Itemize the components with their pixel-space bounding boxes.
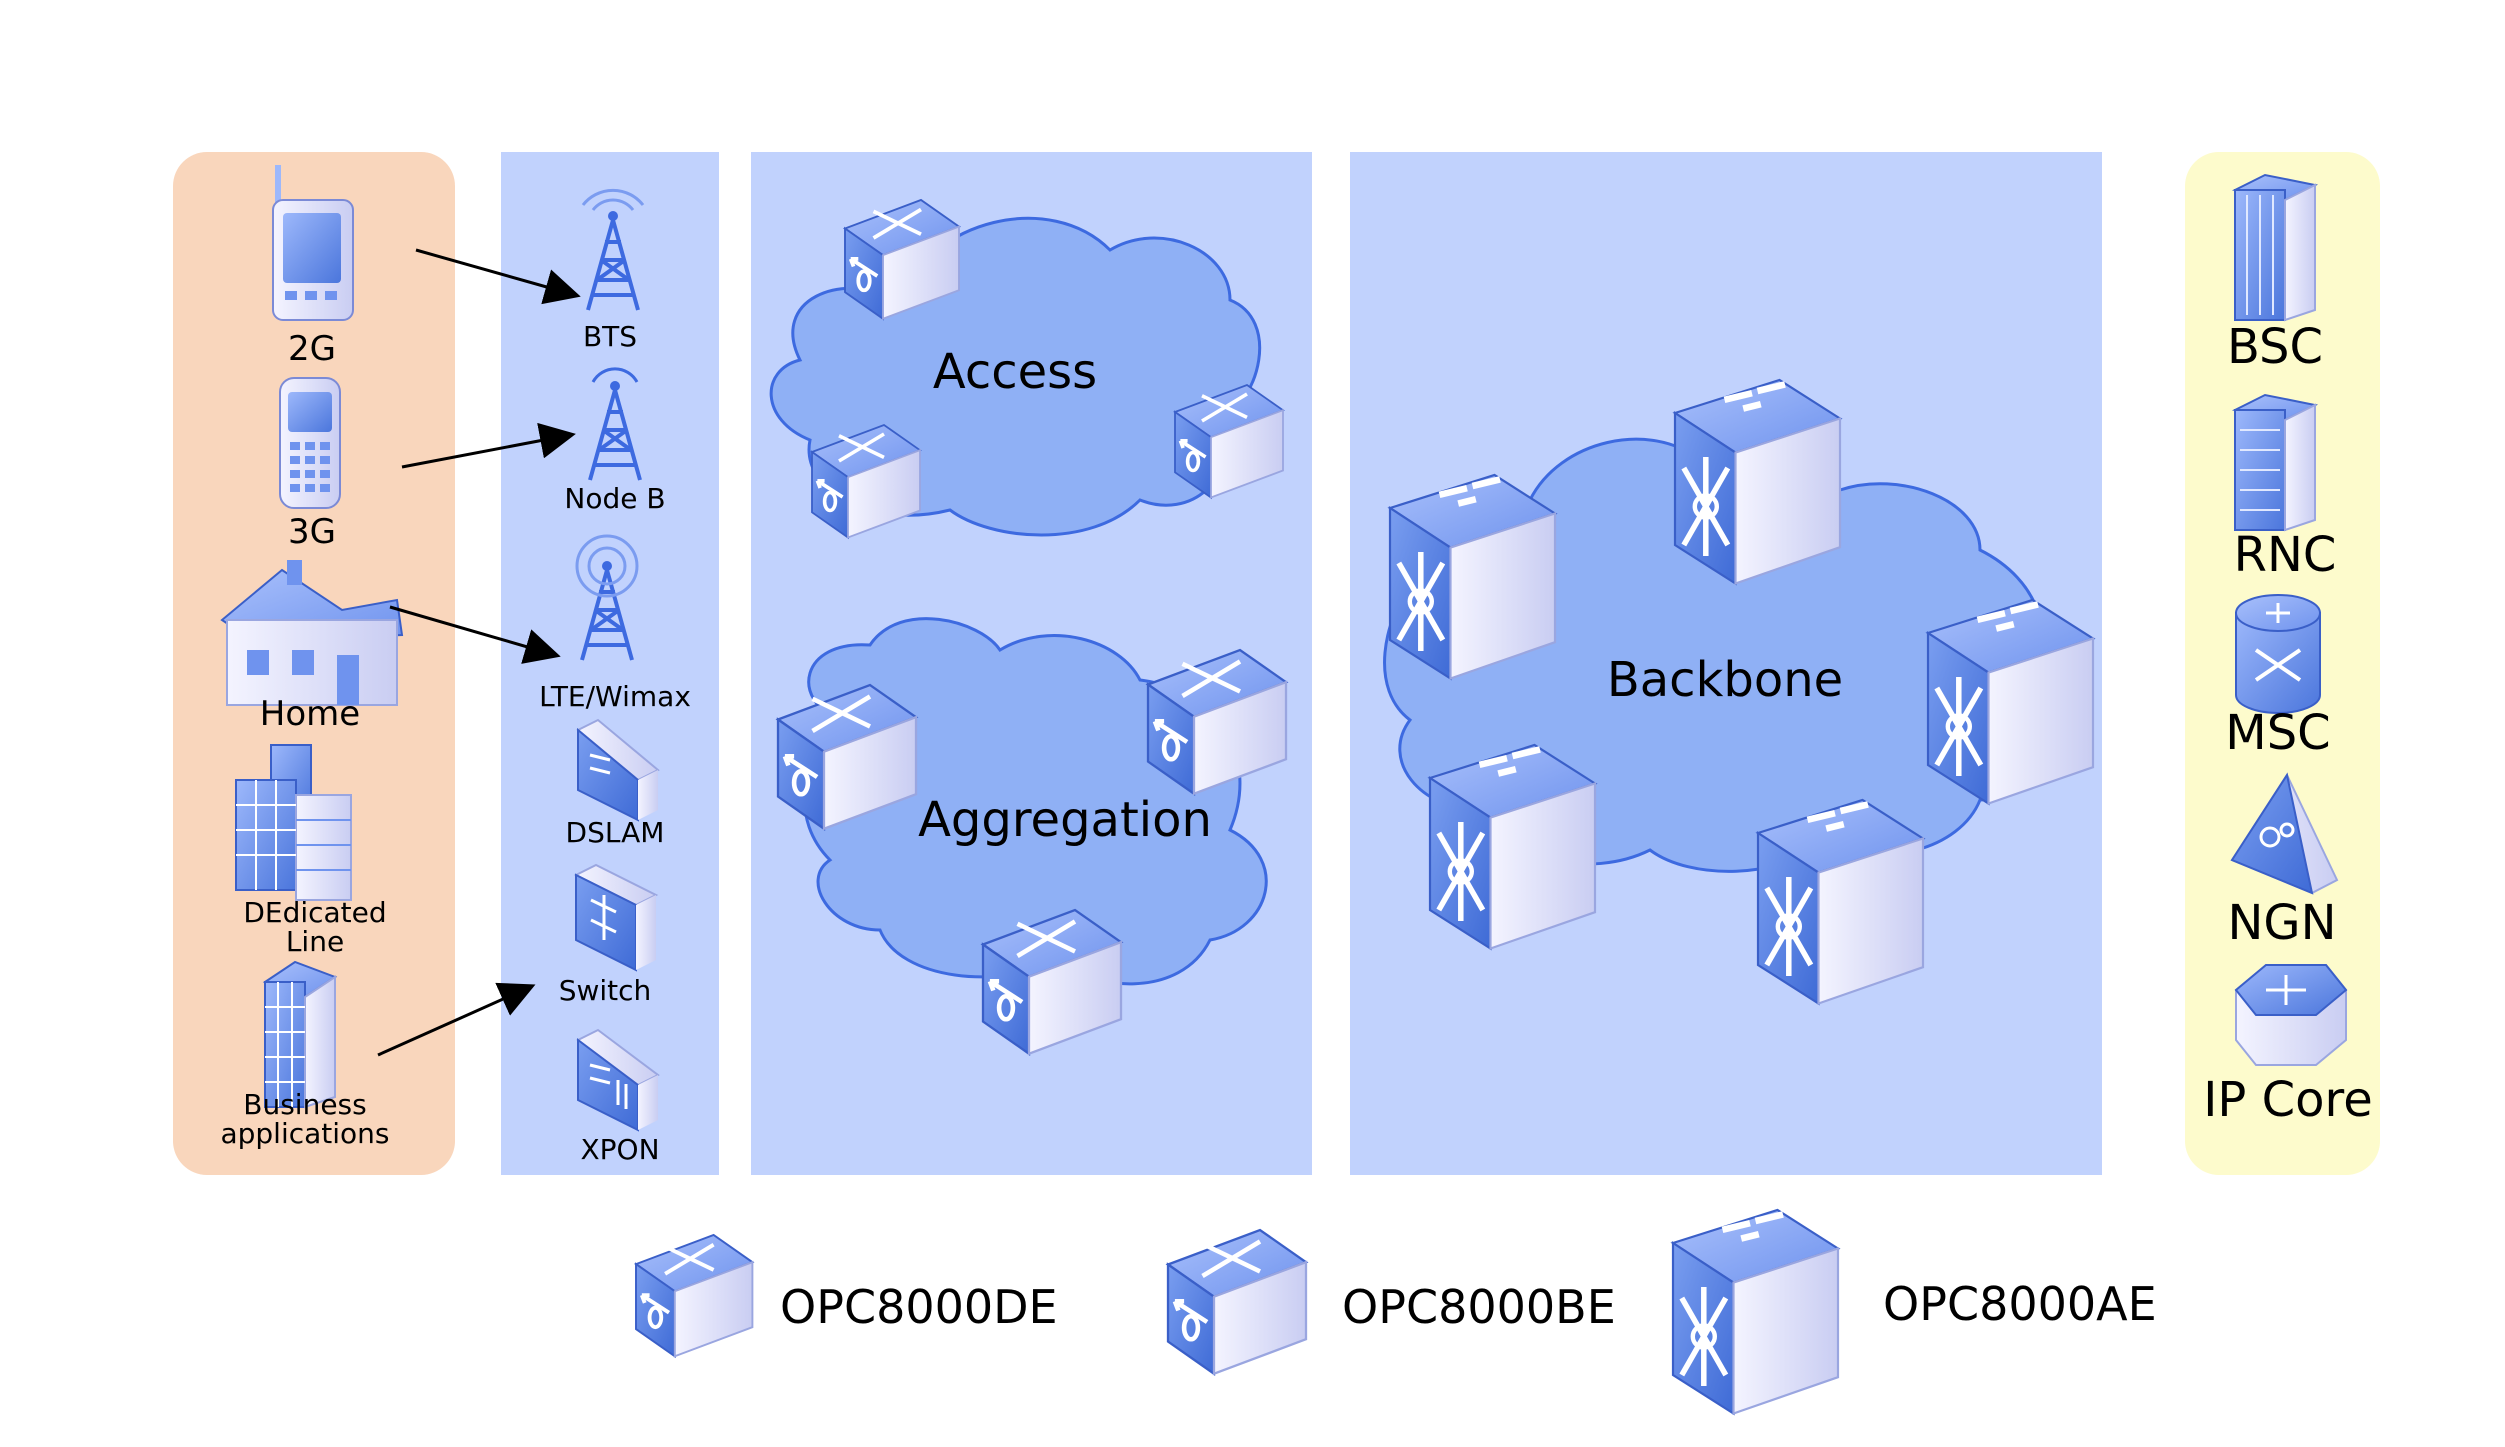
- bsc-server-icon: [2231, 173, 2319, 322]
- label-xpon: XPON: [580, 1133, 660, 1166]
- label-dslam: DSLAM: [565, 816, 665, 849]
- lte-tower-icon: [575, 534, 639, 662]
- msc-cylinder-icon: [2235, 594, 2321, 714]
- label-bsc: BSC: [2226, 319, 2324, 375]
- house-icon: [220, 560, 404, 706]
- building-complex-icon: [235, 744, 352, 901]
- label-rnc: RNC: [2233, 527, 2337, 583]
- office-tower-icon: [262, 960, 338, 1109]
- opc8000be-icon: [1168, 1230, 1306, 1374]
- label-access-cloud: Access: [932, 344, 1098, 400]
- xpon-icon: [576, 1028, 660, 1132]
- mobile-phone-2g-icon: [272, 165, 354, 321]
- switch-icon: [573, 863, 659, 972]
- arrow-home-to-lte: [389, 605, 561, 664]
- label-aggregation-cloud: Aggregation: [918, 792, 1212, 848]
- label-business-applications: Business applications: [220, 1088, 390, 1151]
- dslam-icon: [576, 718, 660, 822]
- opc8000de-icon: [634, 1233, 755, 1359]
- legend-label-opc8000de: OPC8000DE: [780, 1280, 1058, 1334]
- label-switch: Switch: [558, 974, 652, 1007]
- label-lte-wimax: LTE/Wimax: [539, 680, 691, 713]
- backbone-opc8000ae-5: [1758, 800, 1923, 1004]
- backbone-opc8000ae-2: [1390, 475, 1555, 679]
- mobile-phone-3g-icon: [279, 377, 341, 509]
- label-ngn: NGN: [2227, 895, 2337, 951]
- label-dedicated-line: DEdicated Line: [243, 896, 387, 959]
- label-node-b: Node B: [564, 482, 666, 515]
- label-3g: 3G: [288, 512, 336, 552]
- label-backbone-cloud: Backbone: [1606, 652, 1844, 708]
- label-ip-core: IP Core: [2203, 1072, 2373, 1128]
- aggregation-opc8000be-2: [1148, 650, 1286, 794]
- legend-label-opc8000ae: OPC8000AE: [1883, 1277, 2157, 1331]
- label-msc: MSC: [2225, 705, 2331, 761]
- legend-label-opc8000be: OPC8000BE: [1342, 1280, 1616, 1334]
- ip-core-router-icon: [2234, 964, 2348, 1066]
- ngn-triangle-icon: [2230, 772, 2339, 895]
- arrow-business-to-switch: [377, 982, 536, 1057]
- backbone-opc8000ae-4: [1430, 745, 1595, 949]
- bts-tower-icon: [581, 188, 645, 312]
- nodeb-tower-icon: [588, 367, 642, 482]
- arrow-2g-to-bts: [415, 248, 581, 305]
- label-home: Home: [259, 694, 361, 734]
- opc8000ae-icon: [1673, 1210, 1838, 1414]
- backbone-opc8000ae-1: [1675, 380, 1840, 584]
- rnc-server-icon: [2231, 393, 2319, 532]
- label-2g: 2G: [288, 329, 336, 369]
- label-bts: BTS: [582, 320, 638, 353]
- backbone-opc8000ae-3: [1928, 600, 2093, 804]
- arrow-3g-to-nodeb: [401, 422, 576, 469]
